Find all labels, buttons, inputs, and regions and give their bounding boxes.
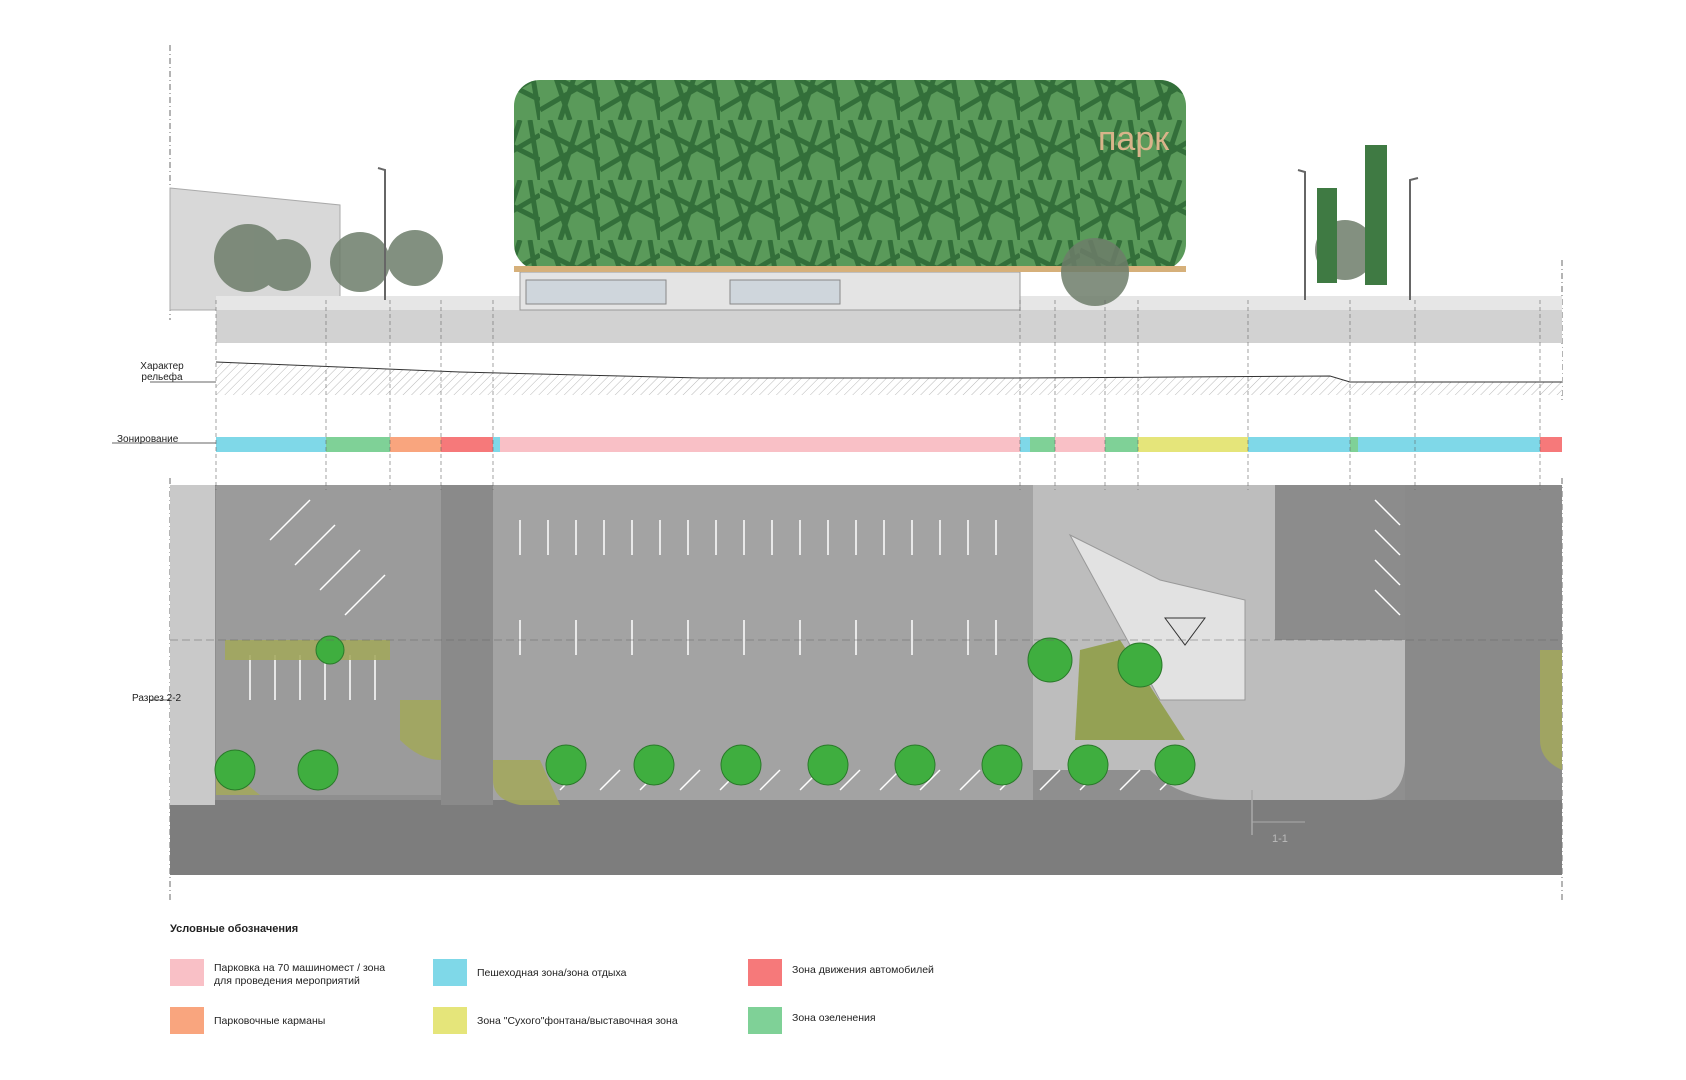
zoning-segment-pedestrian [493,437,500,452]
plan-trees [214,635,1196,791]
legend-swatch [748,1007,782,1034]
legend-swatch [170,959,204,986]
legend-label: Парковочные карманы [214,1015,326,1027]
zoning-segment-parking-events [1055,437,1105,452]
zoning-segment-greenery [1105,437,1138,452]
legend-item-fountain: Зона "Сухого"фонтана/выставочная зона [433,1007,678,1034]
lamp-posts [377,167,1419,300]
legend-item-pedestrian: Пешеходная зона/зона отдыха [433,959,626,986]
zoning-segment-parking-events [500,437,1020,452]
sign-pylon [1365,145,1387,285]
legend-label: Парковка на 70 машиномест / зона для про… [214,962,386,987]
site-plan: 1-1 [150,300,1563,900]
legend-label: Пешеходная зона/зона отдыха [477,967,627,979]
legend-swatch [433,959,467,986]
section-label: Разрез 2-2 [132,693,182,704]
legend-item-greenery: Зона озеленения [748,1007,876,1034]
legend-item-traffic: Зона движения автомобилей [748,959,934,986]
zoning-segment-greenery [1030,437,1055,452]
zoning-segment-pedestrian [1248,437,1350,452]
section-marker: 1-1 [1251,790,1305,845]
zoning-bar [216,437,1562,452]
zoning-segment-pedestrian [1358,437,1540,452]
legend-label: Зона озеленения [792,1012,876,1024]
zoning-segment-pedestrian [1020,437,1030,452]
legend-item-parking-events: Парковка на 70 машиномест / зона для про… [170,959,385,988]
zoning-segment-greenery [1350,437,1358,452]
legend-item-parking-pockets: Парковочные карманы [170,1007,325,1034]
zoning-segment-parking-pockets [390,437,441,452]
trees-left [214,224,443,292]
sign-pylon [1317,188,1337,283]
relief-profile [150,345,1562,395]
legend-swatch [433,1007,467,1034]
legend-title: Условные обозначения [170,923,299,935]
parking-central [493,485,1033,800]
legend-swatch [748,959,782,986]
ground-strip [216,308,1562,343]
legend-label: Зона движения автомобилей [792,964,934,976]
zoning-label: Зонирование [117,434,179,445]
green-wedge [1075,640,1185,740]
building-sign: парк [1098,120,1170,158]
elevation: парк [169,45,1563,400]
zoning-segment-traffic [1540,437,1562,452]
zoning-segment-greenery [326,437,390,452]
zoning-segment-fountain [1138,437,1248,452]
mall-building: парк [514,80,1186,311]
zoning-segment-traffic [441,437,493,452]
legend-swatch [170,1007,204,1034]
main-road [170,800,1562,875]
zoning-segment-pedestrian [216,437,326,452]
legend-label: Зона "Сухого"фонтана/выставочная зона [477,1015,678,1027]
section-mark-label: 1-1 [1272,833,1288,845]
relief-label: Характер рельефа [140,361,184,383]
guide-lines [170,300,1562,641]
